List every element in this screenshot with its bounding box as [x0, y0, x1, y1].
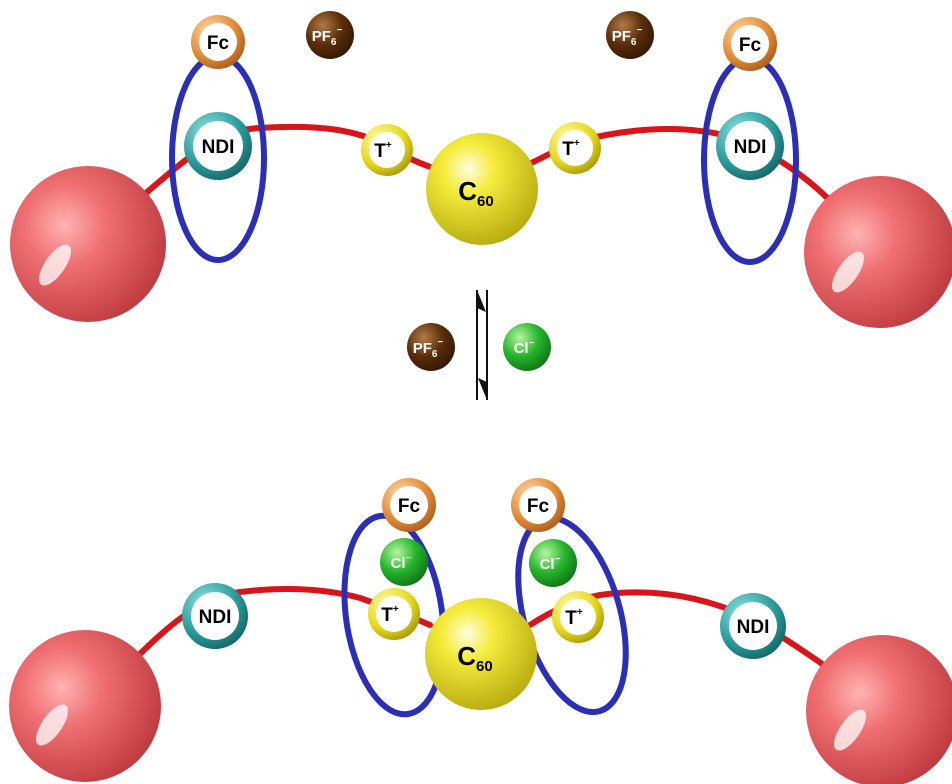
middle-cl-label: Cl — [514, 340, 529, 357]
middle-pf6-charge: − — [437, 337, 443, 348]
top-right-fc-unit: Fc — [723, 17, 777, 71]
top-left-t-label: T — [374, 141, 386, 162]
bottom-left-cl-charge: − — [406, 553, 412, 564]
bottom-c60-subscript: 60 — [476, 658, 493, 675]
bottom-left-cl-label: Cl — [391, 555, 406, 572]
bottom-right-cl-anion: Cl− — [529, 539, 577, 587]
svg-text:T+: T+ — [374, 140, 392, 162]
top-left-pf6-label: PF — [312, 28, 331, 45]
bottom-right-ndi-station: NDI — [720, 593, 786, 659]
top-rotaxane: NDI NDI Fc Fc T+ T+ — [10, 11, 952, 328]
middle-cl-anion: Cl− — [503, 323, 551, 371]
bottom-left-t-charge: + — [393, 604, 399, 615]
bottom-right-stopper — [806, 635, 952, 784]
middle-pf6-subscript: 6 — [432, 349, 438, 360]
top-right-ndi-station: NDI — [716, 112, 784, 180]
top-right-t-charge: + — [574, 138, 580, 149]
bottom-c60-fullerene: C60 — [425, 598, 537, 710]
svg-text:T+: T+ — [562, 138, 580, 160]
top-right-pf6-charge: − — [636, 25, 642, 36]
bottom-left-fc-unit: Fc — [382, 478, 436, 532]
top-left-ndi-label: NDI — [202, 137, 235, 158]
svg-text:T+: T+ — [381, 604, 399, 626]
top-right-t-label: T — [562, 139, 574, 160]
top-right-pf6-label: PF — [612, 28, 631, 45]
svg-text:PF6−: PF6− — [413, 337, 444, 360]
bottom-left-ndi-label: NDI — [199, 607, 232, 628]
top-right-t-station: T+ — [549, 122, 601, 174]
bottom-left-t-label: T — [381, 605, 393, 626]
bottom-left-stopper — [9, 630, 161, 782]
middle-pf6-anion: PF6− — [407, 323, 455, 371]
svg-text:PF6−: PF6− — [312, 25, 343, 48]
svg-text:Cl−: Cl− — [514, 338, 535, 357]
svg-text:Cl−: Cl− — [391, 553, 412, 572]
top-right-pf6-anion: PF6− — [606, 11, 654, 59]
top-c60-fullerene: C60 — [426, 133, 538, 245]
top-c60-label: C — [458, 176, 477, 206]
bottom-right-stopper-highlight — [833, 709, 867, 751]
bottom-right-t-station: T+ — [552, 591, 604, 643]
top-left-t-station: T+ — [361, 124, 413, 176]
top-left-pf6-subscript: 6 — [331, 37, 337, 48]
top-left-pf6-charge: − — [336, 25, 342, 36]
bottom-left-fc-label: Fc — [398, 496, 421, 517]
svg-text:PF6−: PF6− — [612, 25, 643, 48]
top-right-ndi-label: NDI — [734, 137, 767, 158]
middle-cl-charge: − — [529, 338, 535, 349]
svg-text:T+: T+ — [565, 607, 583, 629]
bottom-right-fc-unit: Fc — [511, 478, 565, 532]
bottom-right-cl-label: Cl — [540, 556, 555, 573]
bottom-left-macrocycle-ring — [341, 512, 447, 718]
bottom-left-cl-anion: Cl− — [380, 538, 428, 586]
top-left-fc-label: Fc — [207, 33, 230, 54]
top-left-stopper-highlight — [38, 244, 72, 286]
top-right-pf6-subscript: 6 — [631, 37, 637, 48]
bottom-right-fc-label: Fc — [527, 496, 550, 517]
top-left-stopper — [10, 166, 166, 322]
top-right-fc-label: Fc — [739, 35, 762, 56]
bottom-right-ndi-label: NDI — [737, 617, 770, 638]
top-left-fc-unit: Fc — [191, 15, 245, 69]
svg-text:C60: C60 — [457, 641, 492, 675]
top-left-t-charge: + — [386, 140, 392, 151]
svg-text:Cl−: Cl− — [540, 554, 561, 573]
top-c60-subscript: 60 — [477, 193, 494, 210]
equilibrium-arrows — [476, 290, 488, 400]
middle-pf6-label: PF — [413, 340, 432, 357]
top-right-stopper — [804, 176, 952, 328]
bottom-c60-label: C — [457, 641, 476, 671]
svg-text:C60: C60 — [458, 176, 493, 210]
bottom-right-cl-charge: − — [555, 554, 561, 565]
bottom-left-stopper-highlight — [35, 704, 69, 746]
top-left-pf6-anion: PF6− — [306, 11, 354, 59]
bottom-left-ndi-station: NDI — [182, 583, 248, 649]
bottom-right-t-charge: + — [577, 607, 583, 618]
top-right-stopper-highlight — [831, 251, 865, 293]
bottom-left-t-station: T+ — [368, 588, 420, 640]
bottom-rotaxane: NDI NDI Fc Fc Cl− Cl− — [9, 478, 952, 784]
bottom-right-t-label: T — [565, 608, 577, 629]
top-left-ndi-station: NDI — [184, 112, 252, 180]
